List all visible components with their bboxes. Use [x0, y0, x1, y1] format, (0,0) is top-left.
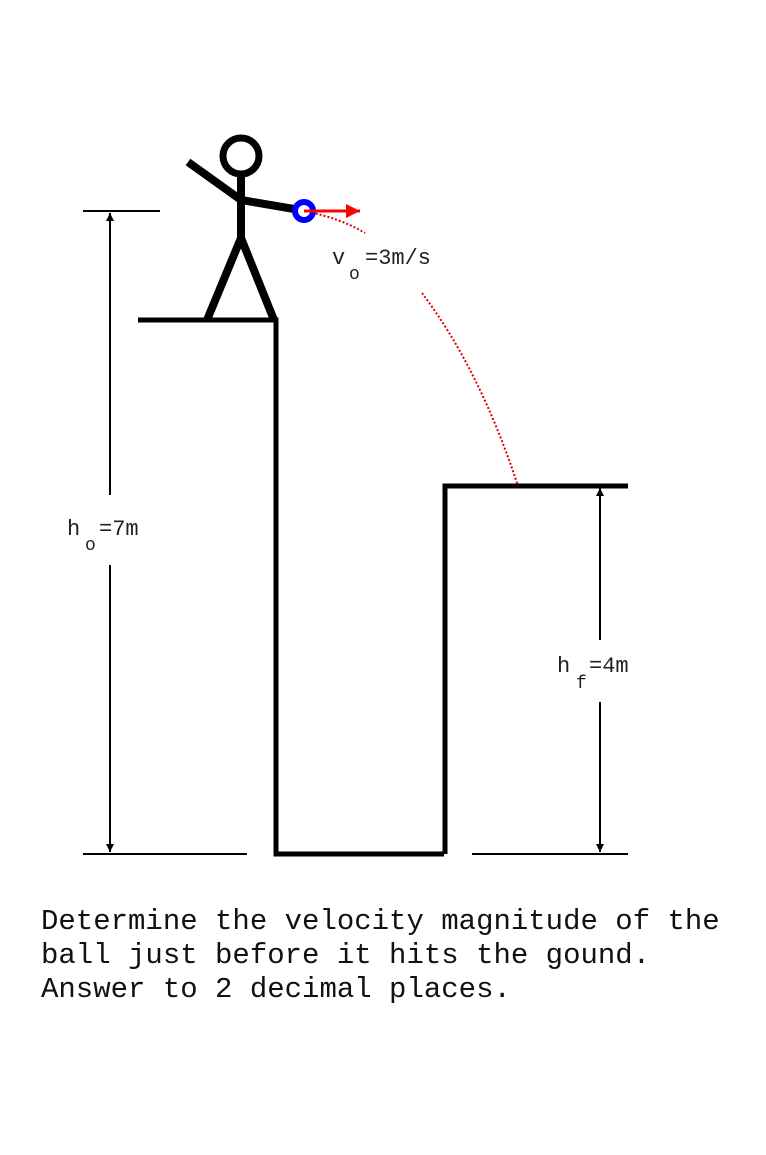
stick-figure: [185, 134, 301, 322]
trajectory: [303, 210, 519, 487]
svg-text:o: o: [85, 536, 96, 556]
question-line: Determine the velocity magnitude of the: [41, 905, 720, 938]
head: [219, 134, 263, 178]
svg-text:=7m: =7m: [99, 517, 139, 542]
question-line: Answer to 2 decimal places.: [41, 973, 511, 1006]
svg-text:h: h: [557, 654, 570, 679]
question-line: ball just before it hits the gound.: [41, 939, 651, 972]
svg-text:o: o: [349, 265, 360, 285]
svg-text:=3m/s: =3m/s: [365, 246, 431, 271]
left-cliff: [138, 317, 444, 857]
right-cliff: [442, 483, 628, 854]
initial-height-label: h o =7m: [67, 517, 139, 556]
final-height-label: h f =4m: [557, 654, 629, 694]
svg-text:v: v: [332, 246, 345, 271]
svg-text:h: h: [67, 517, 80, 542]
svg-text:=4m: =4m: [589, 654, 629, 679]
svg-text:f: f: [576, 674, 587, 694]
velocity-label: v o =3m/s: [332, 246, 431, 285]
